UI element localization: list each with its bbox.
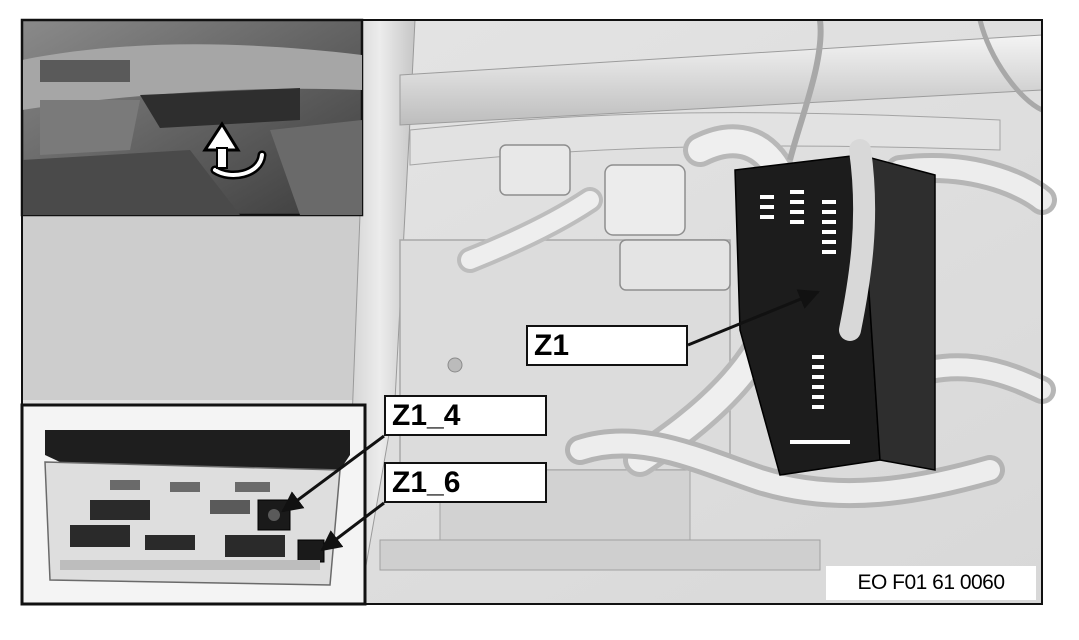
connector-b — [604, 164, 686, 236]
fuse-box-tube-over — [839, 139, 876, 341]
fuse-box-z1 — [734, 154, 881, 476]
connector-a — [499, 144, 571, 196]
lower-rail — [379, 539, 821, 571]
arrow-z1-6 — [320, 501, 385, 552]
inset-fuse-carrier — [20, 403, 367, 606]
label-z1: Z1 — [526, 325, 688, 366]
harness-right-inner — [890, 158, 1052, 210]
fuse-box-side — [859, 154, 936, 471]
mounting-hole — [447, 357, 463, 373]
inset-dashboard — [20, 18, 364, 217]
rotate-arrow-icon — [202, 121, 267, 180]
label-z1-4: Z1_4 — [384, 395, 547, 436]
relay-z1-6 — [297, 539, 325, 563]
diagram-frame — [21, 19, 1043, 605]
connector-c — [619, 239, 731, 291]
arrow-z1 — [687, 289, 820, 347]
arrow-z1-4 — [281, 434, 385, 513]
fuse-slots — [760, 190, 850, 444]
harness-main-2-inner — [570, 433, 1000, 504]
label-z1-6: Z1_6 — [384, 462, 547, 503]
thin-wire-1 — [787, 19, 824, 161]
harness-right-2-inner — [921, 358, 1051, 399]
thin-wire-2 — [977, 19, 1044, 113]
figure-code: EO F01 61 0060 — [826, 566, 1036, 600]
harness-left-inner — [461, 191, 599, 269]
trim-panel-lower — [22, 215, 370, 400]
